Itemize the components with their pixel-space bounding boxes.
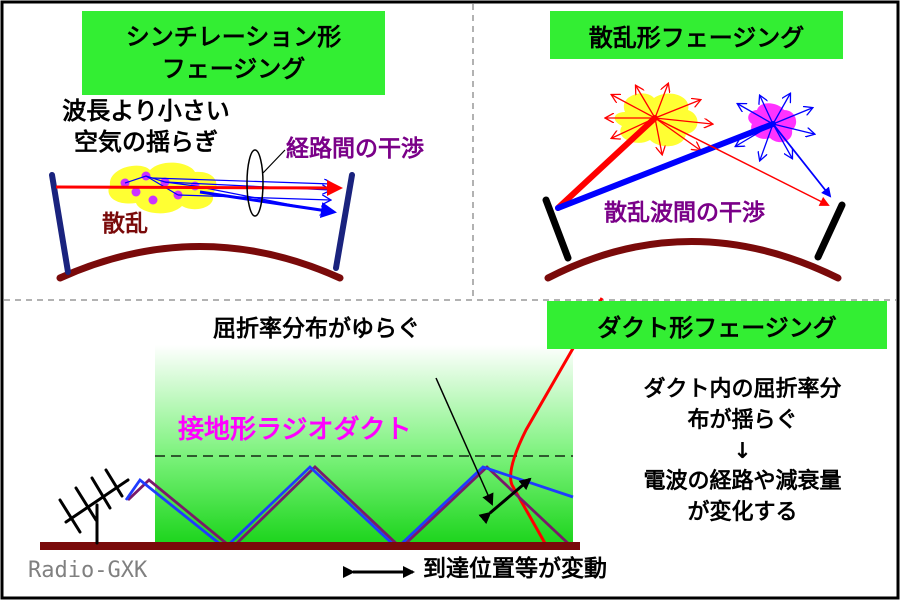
- yagi-antenna: [58, 468, 130, 545]
- scatter-interference-label: 散乱波間の干渉: [604, 200, 765, 226]
- earth-surface-scintillation: [56, 243, 344, 282]
- interference-ring: [246, 149, 264, 217]
- air-fluctuation-line: 空気の揺らぎ: [74, 128, 218, 157]
- scatter-particle: [148, 195, 158, 205]
- earth-surface-scatter: [544, 238, 842, 282]
- direct-ray-red: [55, 179, 343, 196]
- duct-title-box: ダクト形フェージング: [547, 301, 887, 349]
- scatter-burst-red: [606, 84, 712, 154]
- duct-explanation-line: 布が揺らぐ: [687, 407, 798, 433]
- scatter-title-box: 散乱形フェージング: [550, 11, 843, 59]
- scattered-ray-red: [654, 117, 830, 206]
- scatter-burst-blue: [736, 94, 814, 160]
- scintillation-title-box: シンチレーション形 フェージング: [82, 11, 385, 95]
- receive-antenna-scintillation: [333, 172, 355, 271]
- interference-leader: [262, 149, 286, 174]
- scattered-path: [145, 175, 179, 196]
- duct-explanation-line: ダクト内の屈折率分: [643, 377, 842, 402]
- refractive-fluctuation-label: 屈折率分布がゆらぐ: [213, 316, 420, 342]
- transmit-antenna-scintillation: [49, 172, 71, 275]
- scintillation-title-line: フェージング: [161, 55, 306, 83]
- scintillation-title-line: シンチレーション形: [125, 22, 342, 51]
- scattered-ray-blue: [772, 123, 832, 198]
- air-fluctuation-label: 波長より小さい 空気の揺らぎ: [30, 96, 262, 158]
- direct-ray-blue: [199, 190, 337, 218]
- air-fluctuation-line: 波長より小さい: [62, 97, 230, 125]
- position-change-label: 到達位置等が変動: [423, 556, 607, 582]
- duct-explanation-line: ↓: [733, 438, 752, 464]
- incident-ray-red: [555, 115, 658, 211]
- duct-name-label: 接地形ラジオダクト: [178, 415, 412, 445]
- scatter-title: 散乱形フェージング: [588, 23, 805, 52]
- incident-ray-blue: [555, 121, 776, 211]
- transmit-antenna-scatter: [542, 196, 572, 262]
- duct-explanation: ダクト内の屈折率分 布が揺らぐ ↓ 電波の経路や減衰量 が変化する: [595, 375, 890, 529]
- duct-wave-blue: [124, 465, 574, 550]
- receive-antenna-scatter: [814, 201, 846, 261]
- duct-explanation-line: が変化する: [687, 500, 798, 526]
- path-interference-label: 経路間の干渉: [286, 136, 424, 162]
- fluctuation-arrow: [478, 477, 532, 525]
- scatter-label: 散乱: [102, 211, 148, 237]
- scattered-ray: [151, 177, 332, 184]
- scatter-particle: [131, 187, 141, 197]
- duct-explanation-line: 電波の経路や減衰量: [643, 469, 842, 495]
- watermark: Radio-GXK: [28, 558, 148, 583]
- duct-title: ダクト形フェージング: [597, 313, 837, 342]
